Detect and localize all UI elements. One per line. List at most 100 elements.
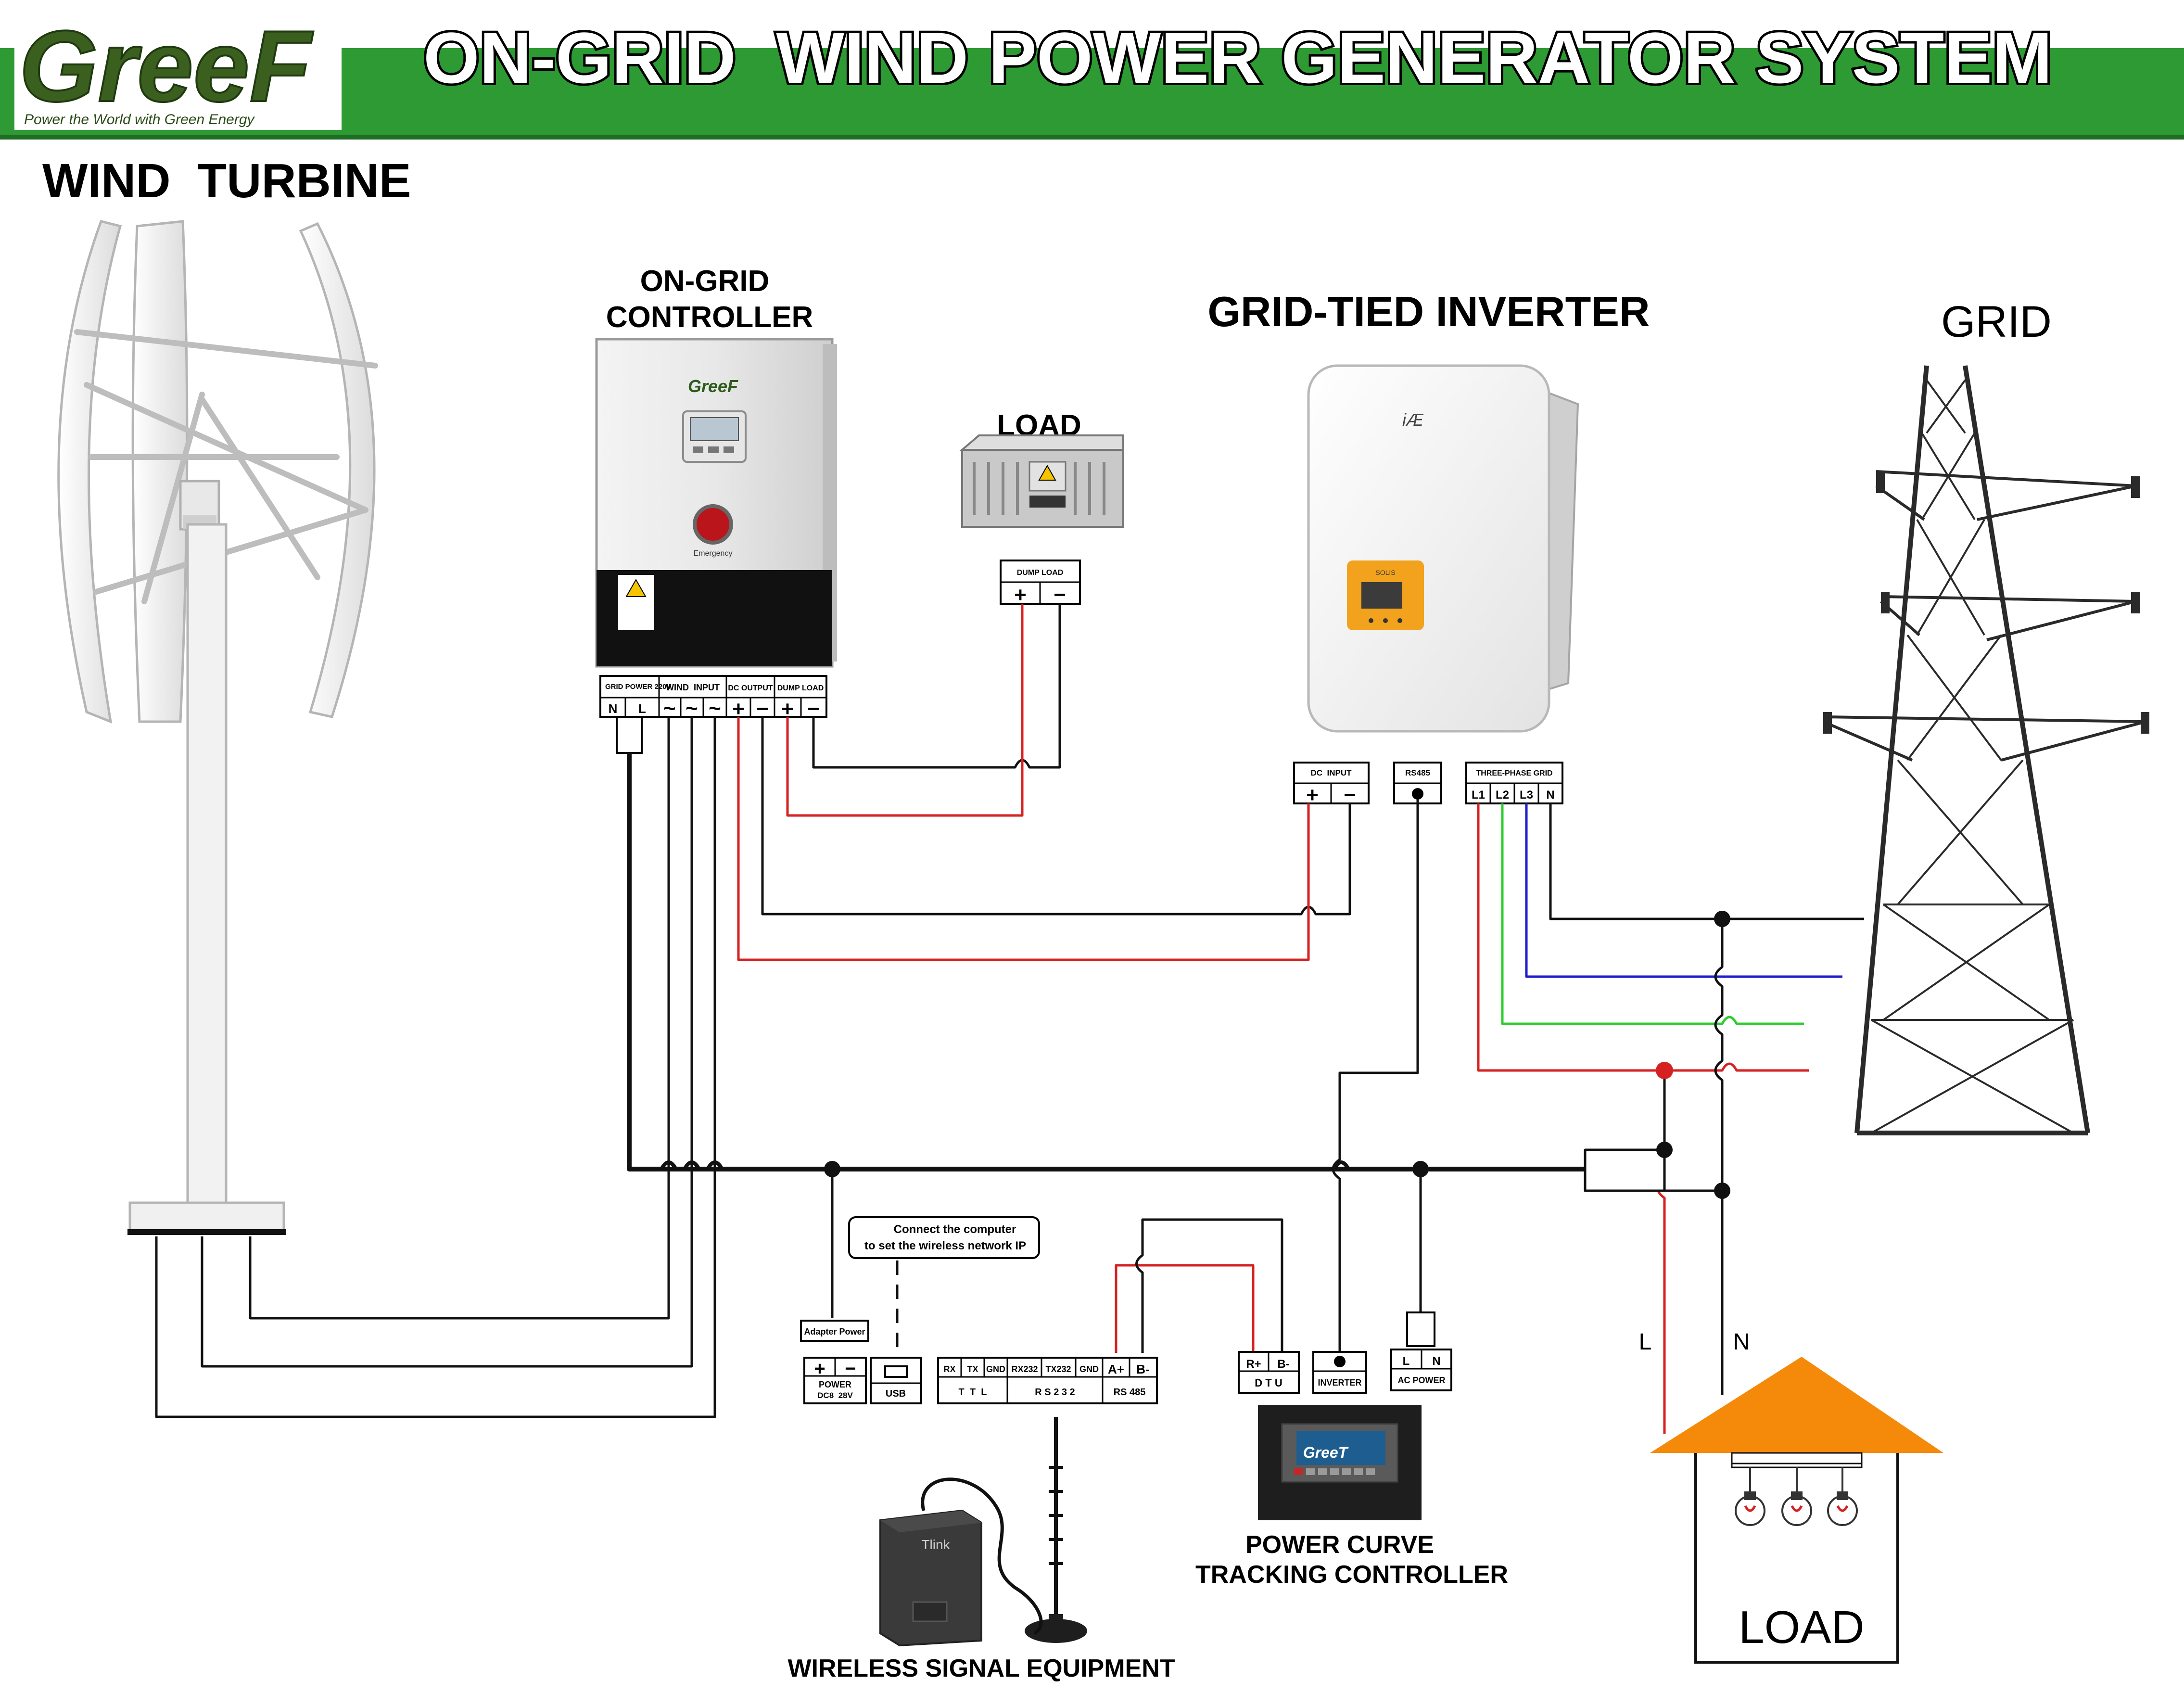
ptc-brand: GreeT [1303, 1444, 1349, 1461]
ctrl-n-terminal: N [609, 701, 618, 716]
dump-load-positive-wire [786, 604, 1024, 817]
gnd-terminal: GND [986, 1364, 1005, 1374]
tx232-terminal: TX232 [1045, 1364, 1071, 1374]
house-roof [1650, 1357, 1943, 1453]
power-minus: − [845, 1358, 856, 1379]
ctrl-l-terminal: L [638, 701, 646, 716]
ctrl-ac2-terminal: ~ [686, 697, 698, 720]
controller-label-1: ON-GRID [640, 265, 770, 298]
wireless-signal-equipment: Tlink [879, 1417, 1087, 1647]
usb-port-icon [884, 1365, 908, 1378]
l2-phase-wire [1501, 803, 1804, 1025]
bus-junction-box [1584, 1148, 1666, 1192]
ac-power-n-terminal: N [1432, 1355, 1440, 1368]
wireless-brand: Tlink [921, 1537, 950, 1552]
controller-label-2: CONTROLLER [606, 301, 813, 334]
dump-load-terminals: DUMP LOAD + − [1000, 560, 1081, 607]
dtu-b-minus-terminal: B- [1277, 1358, 1289, 1371]
ctrl-dump-plus-terminal: + [781, 697, 794, 721]
wind-wire-1 [249, 717, 670, 1320]
ptc-inverter-terminal [1334, 1356, 1346, 1367]
emergency-button[interactable] [693, 504, 733, 545]
l2-terminal: L2 [1496, 789, 1509, 802]
rx232-terminal: RX232 [1011, 1364, 1038, 1374]
wireless-label: WIRELESS SIGNAL EQUIPMENT [787, 1655, 1175, 1682]
inverter-terminals: DC INPUT + − RS485 THREE-PHASE GRID L1 L… [1293, 762, 1563, 807]
ctrl-wind-input-label: WIND INPUT [666, 683, 720, 692]
turbine-blade-right [299, 222, 376, 718]
power-dc-voltage: DC8 28V [817, 1391, 853, 1400]
turbine-mast [186, 523, 228, 1214]
l3-terminal: L3 [1520, 789, 1533, 802]
inverter-label: GRID-TIED INVERTER [1207, 288, 1650, 335]
ctrl-ac3-terminal: ~ [709, 697, 721, 720]
logo-text: GreeF [19, 10, 314, 123]
bottom-terminals: Connect the computer to set the wireless… [800, 1216, 1452, 1404]
ctrl-dump-load-label: DUMP LOAD [777, 684, 824, 692]
usb-label: USB [886, 1388, 906, 1399]
connect-note-line2: to set the wireless network IP [864, 1239, 1026, 1252]
house-load-label: LOAD [1739, 1602, 1864, 1653]
ctrl-dc-plus-terminal: + [732, 697, 745, 721]
n-tie-line [1714, 919, 1724, 1395]
ctrl-grid-power-label: GRID POWER 220V [605, 683, 672, 691]
tx-terminal: TX [967, 1364, 978, 1374]
ac-bus-line [627, 753, 1587, 1171]
dc-positive-wire [737, 717, 1310, 961]
wiring [155, 604, 1864, 1434]
controller-brand: GreeF [688, 376, 738, 396]
l1-phase-wire [1477, 803, 1809, 1072]
l1-terminal: L1 [1472, 789, 1485, 802]
ac-power-l-terminal: L [1403, 1355, 1410, 1368]
controller-terminals: GRID POWER 220V WIND INPUT DC OUTPUT DUM… [599, 675, 827, 754]
three-phase-label: THREE-PHASE GRID [1476, 769, 1552, 777]
ttl-label: T T L [959, 1387, 987, 1398]
light-bulbs [1735, 1467, 1858, 1526]
ptc-label-2: TRACKING CONTROLLER [1195, 1561, 1508, 1589]
dump-load-device [959, 434, 1124, 528]
adapter-power-label: Adapter Power [804, 1327, 865, 1337]
rs232-label: R S 2 3 2 [1035, 1387, 1075, 1398]
wind-turbine [57, 220, 378, 1235]
l3-phase-wire [1525, 803, 1842, 978]
dtu-red-wire [1115, 1264, 1255, 1353]
rs485-bottom-label: RS 485 [1114, 1387, 1146, 1398]
rx-terminal: RX [943, 1364, 955, 1374]
grid-tied-inverter: iÆ SOLIS [1307, 364, 1579, 733]
inv-dc-minus: − [1344, 783, 1356, 807]
ac-power-label: AC POWER [1398, 1375, 1446, 1385]
house-load: LOAD [1650, 1357, 1943, 1664]
inv-rs485-terminal [1412, 788, 1423, 800]
ptc-label-1: POWER CURVE [1245, 1531, 1434, 1559]
header-bar [0, 48, 2184, 140]
power-dc-label: POWER [819, 1380, 851, 1389]
inv-dc-input-label: DC INPUT [1311, 768, 1352, 777]
warning-icon [625, 578, 647, 597]
ptc-inverter-label: INVERTER [1318, 1378, 1361, 1387]
on-grid-controller: GreeF Emergency [595, 338, 837, 668]
logo-tagline: Power the World with Green Energy [24, 112, 255, 127]
a-plus-terminal: A+ [1108, 1362, 1124, 1376]
dump-load-plus: + [1014, 583, 1027, 607]
ptc-screen [1296, 1431, 1385, 1465]
power-curve-tracking-controller: GreeT [1258, 1405, 1422, 1520]
n-phase-wire [1549, 803, 1864, 920]
wire-n-label: N [1733, 1329, 1750, 1355]
dump-load-minus: − [1054, 583, 1066, 607]
ctrl-dump-minus-terminal: − [807, 697, 820, 721]
power-plus: + [814, 1358, 825, 1379]
turbine-blade-left [57, 220, 122, 724]
inv-dc-plus: + [1306, 783, 1319, 807]
r-plus-terminal: R+ [1246, 1358, 1261, 1371]
header: GreeF Power the World with Green Energy … [0, 9, 2184, 140]
wind-wire-2 [201, 717, 693, 1368]
turbine-base [128, 1201, 285, 1233]
inverter-logo: iÆ [1402, 410, 1424, 430]
connect-note-line1: Connect the computer [894, 1223, 1016, 1236]
inv-rs485-label: RS485 [1405, 768, 1430, 777]
transmission-tower [1822, 365, 2149, 1135]
dtu-black-wire [1135, 1218, 1283, 1353]
connect-note-box [848, 1216, 1040, 1259]
inverter-screen-brand: SOLIS [1375, 569, 1395, 576]
